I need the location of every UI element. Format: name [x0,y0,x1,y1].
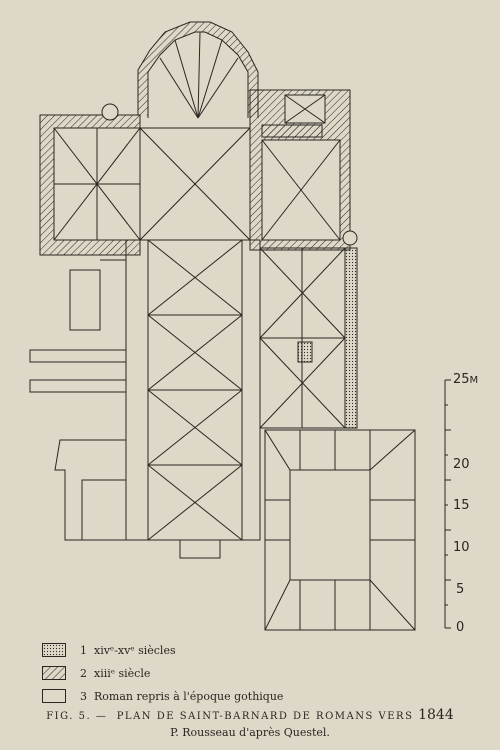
scale-label-20: 20 [453,457,470,472]
figure-caption: FIG. 5. — Plan de Saint-Barnard de Roman… [46,707,454,723]
scale-label-15: 15 [453,498,470,513]
cloister-galleries [264,429,416,631]
figure-credit: P. Rousseau d'après Questel. [170,726,330,739]
cloister-inner [289,469,371,581]
hatch-swatch [42,666,66,680]
legend: 1 xivᵉ-xvᵉ siècles 2 xiiiᵉ siècle 3 Roma… [42,640,283,709]
scale-label-5: 5 [456,582,465,597]
plain-swatch [42,689,66,703]
dots-swatch [42,643,66,657]
dotted-wall [344,247,358,429]
scale-bar [444,379,451,629]
scale-label-0: 0 [456,620,465,635]
scale-label-10: 10 [453,540,470,555]
west-porch [179,539,221,559]
legend-item-1: 1 xivᵉ-xvᵉ siècles [42,640,283,660]
cloister-outer [264,429,416,631]
legend-item-2: 2 xiiiᵉ siècle [42,663,283,683]
nave-vaults [147,239,243,541]
legend-item-3: 3 Roman repris à l'époque gothique [42,686,283,706]
scale-label-25: 25M [453,372,479,387]
left-annex [29,259,127,541]
